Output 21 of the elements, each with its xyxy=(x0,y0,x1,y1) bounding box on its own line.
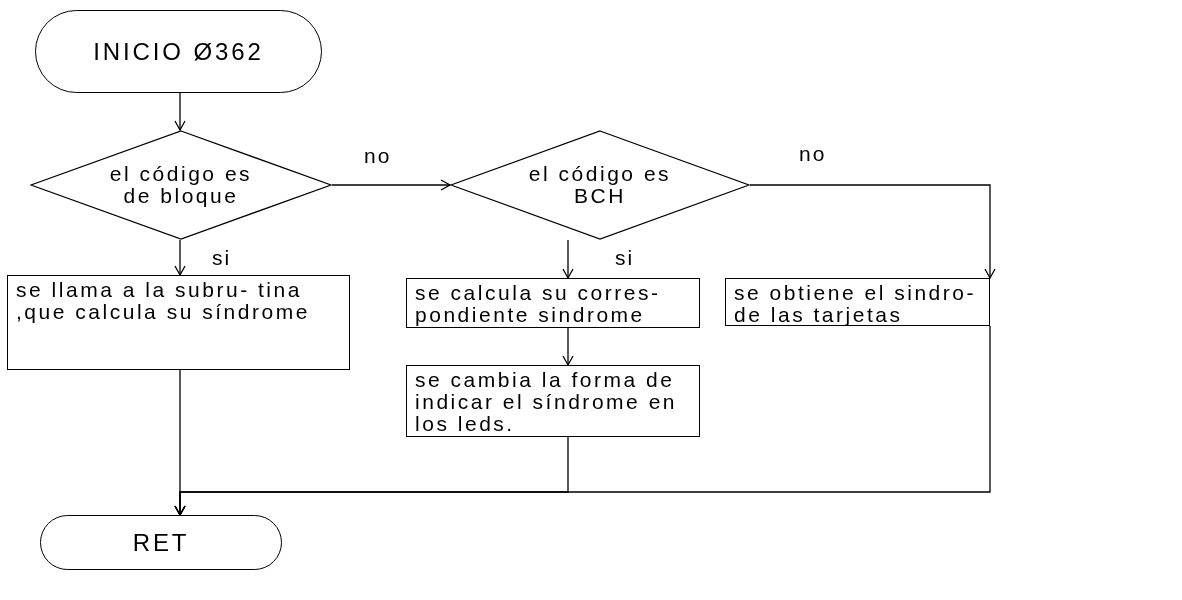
decision-diamond xyxy=(450,130,750,240)
node-text: se calcula su corres- pondiente sindrome xyxy=(415,282,662,327)
node-text: se obtiene el sindro- de las tarjetas xyxy=(734,282,978,327)
node-text: el código es de bloque xyxy=(108,162,254,208)
arrow xyxy=(562,327,574,366)
arrow xyxy=(562,239,574,279)
node-text: INICIO Ø362 xyxy=(93,38,264,65)
process-box xyxy=(406,365,700,437)
process-box xyxy=(406,278,700,328)
node-text: se cambia la forma de indicar el síndrome en los leds. xyxy=(415,369,679,436)
node-text: se llama a la subru- tina ,que calcula su síndrome xyxy=(16,279,311,324)
decision-diamond xyxy=(30,130,332,240)
node-text: RET xyxy=(132,529,190,556)
node-text: el código es BCH xyxy=(527,162,673,208)
arrow xyxy=(749,184,996,279)
arrow xyxy=(174,325,991,516)
process-box xyxy=(7,275,350,370)
arrow xyxy=(331,179,451,191)
process-box xyxy=(725,278,990,326)
arrow xyxy=(174,239,186,276)
arrow xyxy=(174,92,186,131)
